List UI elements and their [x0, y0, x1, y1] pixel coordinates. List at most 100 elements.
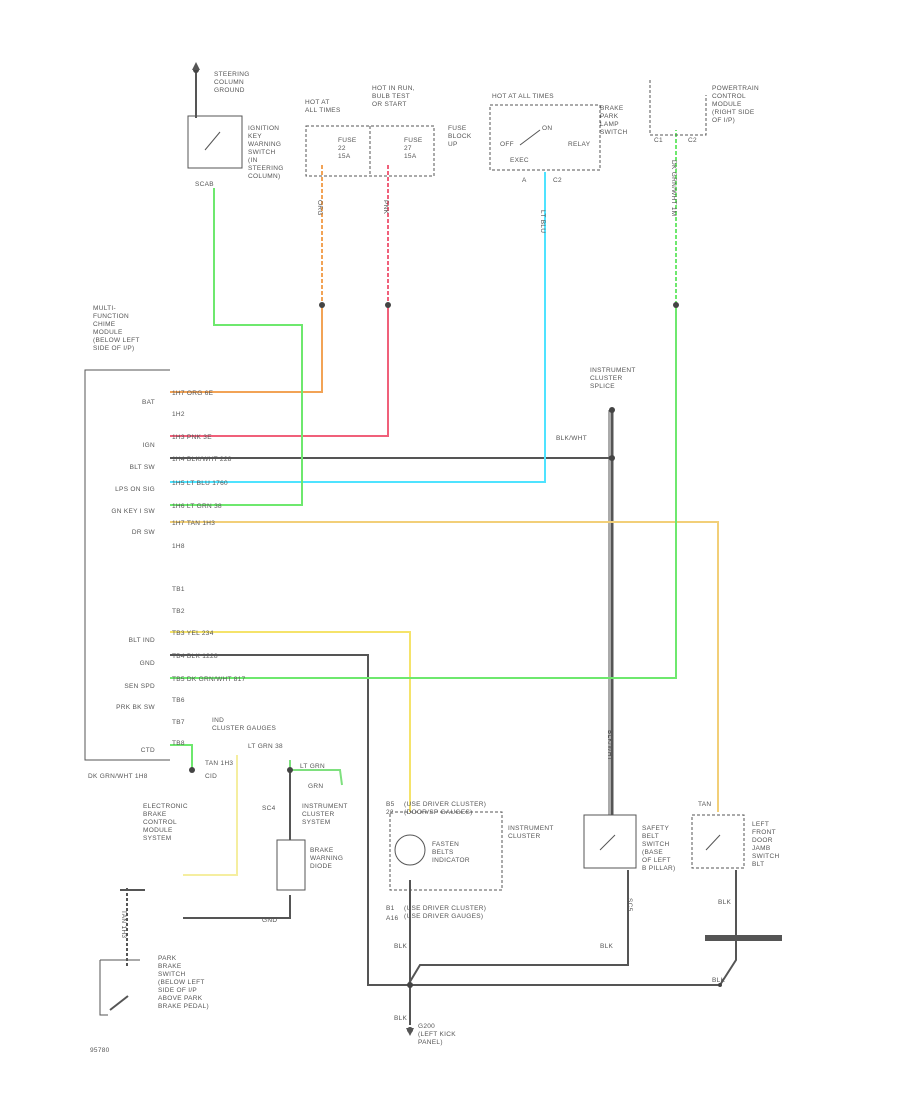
brake-warning-diode-box [276, 839, 306, 891]
park-brake-bracket [99, 960, 108, 1016]
pin-label: BLT SW [130, 464, 156, 471]
pin-label: SEN SPD [124, 683, 155, 690]
splice-dot [609, 407, 615, 413]
green-wire [170, 188, 303, 506]
wire-label: 1H5 LT BLU 1760 [172, 480, 228, 487]
pcm-pin-c1: C1 [654, 137, 663, 144]
splice-dot [287, 767, 293, 773]
cluster-bottom-pin-a16: A16 [386, 915, 399, 922]
blk-label: BLK [394, 1015, 408, 1022]
wire-label: TB3 YEL 234 [172, 630, 214, 637]
blk-label: BLK [394, 943, 408, 950]
door-switch-contact [705, 834, 721, 851]
ltgrn-38-label: LT GRN 38 [248, 743, 283, 750]
wire-label: TB6 [172, 697, 185, 704]
cyan-wire [170, 172, 546, 483]
splice-dot [673, 302, 679, 308]
cluster-bottom-pin-b1: B1 [386, 905, 395, 912]
wire-labels: 1H7 ORG 6E 1H2 1H3 PNK 3E 1H4 BLK/WHT 22… [172, 390, 246, 747]
pin-labels: BAT IGN BLT SW LPS ON SIG GN KEY I SW DR… [111, 399, 155, 754]
pin-label: PRK BK SW [116, 704, 155, 711]
pin-label: IGN [143, 442, 155, 449]
wire-label: TB4 BLK 1228 [172, 653, 218, 660]
door-switch-box [691, 814, 745, 869]
ignition-pin-label: SCAB [195, 181, 214, 188]
blk-wht-label: BLK/WHT [556, 435, 587, 442]
tan-wire [170, 521, 719, 812]
fuse-block-box [305, 125, 435, 177]
blk-vertical-label: BLK/WHT [606, 730, 613, 761]
gnd-label: GND [262, 917, 277, 924]
components [84, 80, 745, 891]
pcm-wire-label: DK GRN/WHT 1M [670, 160, 677, 217]
wire-label: TB5 DK GRN/WHT 817 [172, 676, 246, 683]
wire-label: 1H7 TAN 1H3 [172, 520, 215, 527]
brake-pin-a: A [522, 177, 527, 184]
orange-wire [170, 165, 323, 393]
pink-wire-solid [170, 305, 389, 437]
splice-dot [319, 302, 325, 308]
safety-belt-switch-box [583, 814, 637, 869]
blk-label: BLK [712, 977, 726, 984]
wire-label: TB2 [172, 608, 185, 615]
pin-label: GN KEY I SW [111, 508, 155, 515]
brake-pin-c2: C2 [553, 177, 562, 184]
wire-label: 1H2 [172, 411, 185, 418]
safety-belt-ground-wire [407, 870, 629, 986]
tan-top-label: TAN [698, 801, 711, 808]
brake-switch-exec-label: EXEC [510, 157, 529, 164]
figure-code: 95780 [90, 1047, 110, 1054]
colored-wires [170, 130, 719, 876]
wire-label: 1H8 [172, 543, 185, 550]
door-switch-ground-wire [719, 870, 737, 986]
pin-label: LPS ON SIG [115, 486, 155, 493]
splice-dot [609, 455, 615, 461]
splice-dots [189, 67, 722, 1033]
splice-dot [718, 983, 722, 987]
brake-lamp-switch-box [489, 104, 601, 171]
orange-wire-solid [170, 305, 323, 393]
pin-label: DR SW [132, 529, 156, 536]
grn-label: GRN [308, 783, 323, 790]
brake-switch-state-off: OFF [500, 141, 514, 148]
gnd-wire [170, 654, 720, 986]
instrument-cluster-box [389, 811, 503, 891]
pink-vertical-label: PNK [382, 200, 389, 215]
arrow-icon [192, 62, 200, 70]
ltblu-vertical-label: LT BLU [539, 210, 546, 233]
park-brake-contact [109, 995, 129, 1011]
dkgrn-out-label: DK GRN/WHT 1H8 [88, 773, 148, 780]
wire-label: 1H3 PNK 3E [172, 434, 212, 441]
yellow-wire [170, 631, 411, 812]
wire-label: TB8 [172, 740, 185, 747]
ltgrn-label: LT GRN [300, 763, 325, 770]
park-brake-wire-label: TAN 1H3 [120, 910, 127, 938]
wire-label: 1H6 LT GRN 38 [172, 503, 222, 510]
splice-dot [189, 767, 195, 773]
brake-switch-contact [519, 129, 541, 146]
tan-label: TAN 1H3 [205, 760, 233, 767]
brake-switch-state-relay: RELAY [568, 141, 591, 148]
pin-label: BAT [142, 399, 155, 406]
ltgrn-wire [290, 769, 343, 786]
wire-label: TB7 [172, 719, 185, 726]
sc5-label: SC5 [626, 898, 633, 912]
pcm-pin-c2: C2 [688, 137, 697, 144]
cluster-top-ref: (USE DRIVER CLUSTER)(DOOR/SP GAUGES) [404, 801, 486, 816]
park-brake-switch-symbol [99, 959, 140, 1016]
pin-label: BLT IND [129, 637, 155, 644]
